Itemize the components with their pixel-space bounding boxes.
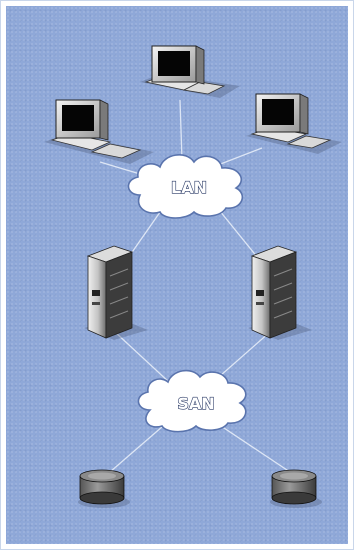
server-left <box>84 245 148 340</box>
link-lan-server-left <box>127 204 166 259</box>
workstation-top <box>140 45 240 98</box>
link-server-left-san <box>114 331 171 384</box>
link-san-storage-left <box>109 419 171 473</box>
server-right <box>248 245 312 340</box>
san-label: SAN <box>177 394 214 413</box>
lan-label: LAN <box>171 178 207 197</box>
link-workstation-top-lan <box>179 99 183 161</box>
lan-cloud-shape <box>127 154 244 219</box>
storage-disk-left <box>78 469 130 508</box>
workstation-right <box>246 93 342 154</box>
san-cloud-shape <box>137 369 247 433</box>
lan-cloud: LAN <box>127 154 244 219</box>
workstation-left <box>44 99 154 164</box>
link-san-storage-right <box>211 419 291 473</box>
link-lan-server-right <box>214 204 259 259</box>
san-cloud: SAN <box>137 369 247 433</box>
storage-disk-right <box>270 469 322 508</box>
